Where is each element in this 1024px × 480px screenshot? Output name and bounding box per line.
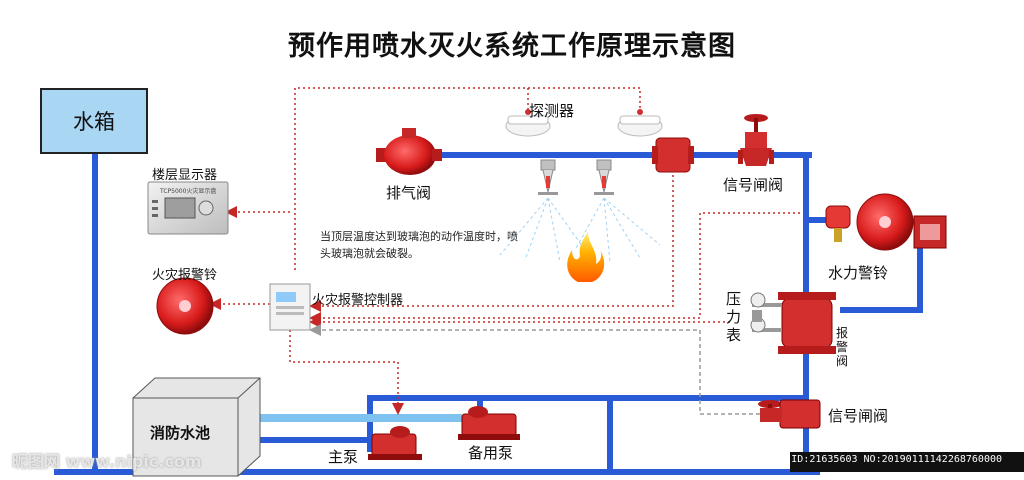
detector-left xyxy=(505,109,551,137)
bottom-valve-signal xyxy=(309,324,760,415)
exhaust-valve-device xyxy=(376,128,442,175)
main-pump-label: 主泵 xyxy=(328,448,359,466)
floor-display-label: 楼层显示器 xyxy=(152,168,218,183)
pump-return-pipe xyxy=(367,395,806,452)
top-valve-signal xyxy=(309,165,674,312)
pressure-gauge-label: 压力表 xyxy=(726,290,742,344)
main-pump-device xyxy=(368,426,422,460)
top-check-valve xyxy=(652,137,694,173)
alarm-valve-label: 报警阀 xyxy=(836,326,849,368)
footer-strip xyxy=(790,452,1024,472)
sprinkler-head-right xyxy=(594,159,614,195)
standby-pump-device xyxy=(458,406,520,440)
exhaust-valve-label: 排气阀 xyxy=(386,184,432,202)
footer-id-bar: ID:21635603 NO:20190111142268760000 xyxy=(0,452,1024,472)
fire-flame-icon xyxy=(567,232,605,282)
image-id-text: ID:21635603 NO:20190111142268760000 xyxy=(791,454,1002,465)
spray-lines xyxy=(499,197,661,263)
top-gate-valve xyxy=(738,114,774,166)
pump-signal xyxy=(289,330,404,415)
display-device-text: TCP5000火灾显示盘 xyxy=(160,188,217,195)
detector-signal-line xyxy=(294,87,641,270)
alarm-valve-signal xyxy=(309,212,800,324)
signal-gate-valve-top-label: 信号闸阀 xyxy=(723,176,784,194)
alarm-valve-device xyxy=(750,292,836,354)
standby-pump-label: 备用泵 xyxy=(468,444,514,462)
fire-alarm-controller-label: 火灾报警控制器 xyxy=(312,293,404,308)
floor-display-device xyxy=(147,181,229,235)
detector-label: 探测器 xyxy=(529,102,575,120)
signal-gate-valve-bottom-label: 信号闸阀 xyxy=(828,407,889,425)
water-tank: 水箱 xyxy=(40,88,148,154)
pressure-switch-device xyxy=(825,205,851,242)
fire-pool-label: 消防水池 xyxy=(150,424,211,442)
sprinkler-head-left xyxy=(538,159,558,195)
fire-pool-box xyxy=(132,377,261,477)
bottom-gate-valve xyxy=(758,399,821,429)
sprinkler-note: 当顶层温度达到玻璃泡的动作温度时，喷头玻璃泡就会破裂。 xyxy=(320,230,518,260)
fire-alarm-bell-label: 火灾报警铃 xyxy=(152,268,218,283)
diagram-title: 预作用喷水灭火系统工作原理示意图 xyxy=(288,31,736,62)
water-alarm-bell-label: 水力警铃 xyxy=(828,264,889,282)
fire-alarm-controller-device xyxy=(269,283,311,331)
detector-right xyxy=(617,109,663,137)
signal-lines xyxy=(209,87,800,415)
watermark: 昵图网 www.nipic.com xyxy=(12,452,202,471)
